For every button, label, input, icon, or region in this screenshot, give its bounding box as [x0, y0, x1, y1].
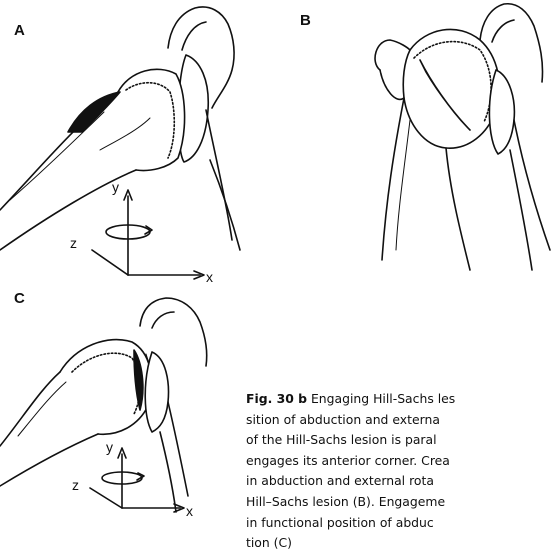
axis-z-label-a: z [70, 235, 77, 251]
caption-line-7: in functional position of abduc [246, 513, 560, 534]
caption-line-5: in abduction and external rota [246, 471, 560, 492]
caption-line-8: tion (C) [246, 533, 560, 554]
axis-z-label-c: z [72, 477, 79, 493]
figure-caption: Fig. 30 b Engaging Hill-Sachs les sition… [246, 389, 560, 554]
caption-line-3: of the Hill-Sachs lesion is paral [246, 430, 560, 451]
panel-b-illustration [300, 0, 560, 280]
caption-line-1: Fig. 30 b Engaging Hill-Sachs les [246, 389, 560, 410]
caption-line-2: sition of abduction and externa [246, 410, 560, 431]
axis-x-label-a: x [206, 269, 213, 285]
axis-y-label-a: y [112, 179, 119, 195]
caption-line-1-text: Engaging Hill-Sachs les [307, 391, 455, 406]
caption-line-4: engages its anterior corner. Crea [246, 451, 560, 472]
caption-line-6: Hill–Sachs lesion (B). Engageme [246, 492, 560, 513]
panel-a-illustration: y x z [0, 0, 290, 280]
figure-label: Fig. 30 b [246, 391, 307, 406]
axis-y-label-c: y [106, 439, 113, 455]
panel-c-illustration: y x z [0, 286, 240, 516]
axis-x-label-c: x [186, 503, 193, 519]
